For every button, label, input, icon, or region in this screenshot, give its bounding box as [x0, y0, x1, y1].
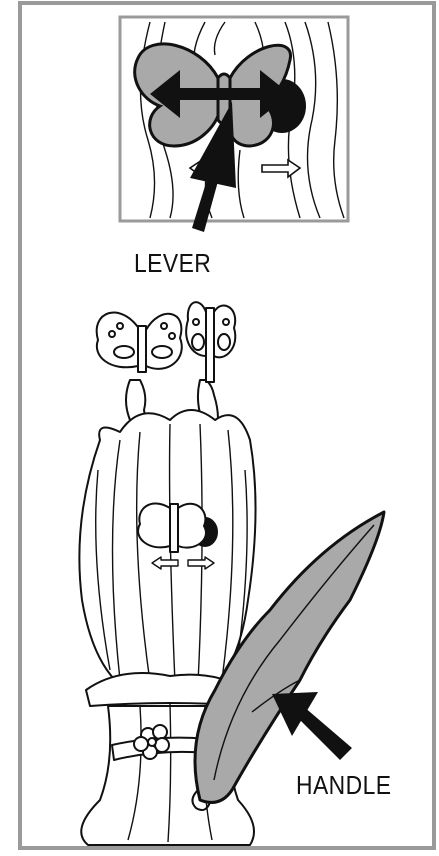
- toy-illustration: [79, 302, 384, 845]
- handle-pointer-icon: [272, 692, 352, 760]
- handle-label: HANDLE: [296, 770, 391, 801]
- butterfly-icon: [97, 312, 182, 372]
- lever-detail-inset: [120, 17, 348, 232]
- butterfly-icon: [186, 302, 235, 382]
- lever-label: LEVER: [134, 248, 211, 279]
- butterfly-icon: [138, 503, 206, 552]
